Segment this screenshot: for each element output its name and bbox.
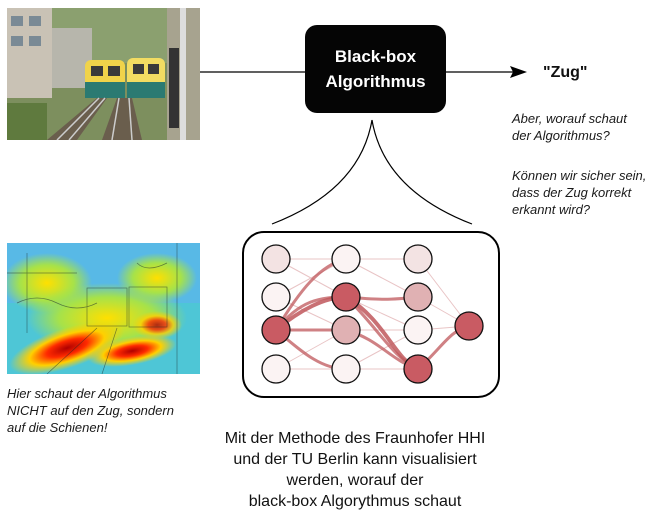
- question-1-line1: Aber, worauf schaut: [512, 111, 627, 126]
- node-l3-2: [403, 282, 433, 312]
- node-l1-4: [261, 354, 291, 384]
- question-2-line1: Können wir sicher sein,: [512, 168, 647, 183]
- zoom-line-right: [371, 119, 473, 225]
- train-photo: [7, 8, 200, 140]
- heatmap-note-line3: auf die Schienen!: [7, 420, 108, 435]
- question-1: Aber, worauf schaut der Algorithmus?: [512, 110, 672, 144]
- node-l1-2: [261, 282, 291, 312]
- question-1-line2: der Algorithmus?: [512, 128, 610, 143]
- node-output: [454, 311, 484, 341]
- black-box-label-line2: Algorithmus: [325, 72, 426, 91]
- caption-line2: und der TU Berlin kann visualisiert: [233, 451, 477, 468]
- heatmap-note-line2: NICHT auf den Zug, sondern: [7, 403, 174, 418]
- caption: Mit der Methode des Fraunhofer HHI und d…: [175, 428, 535, 512]
- node-l3-3: [403, 315, 433, 345]
- output-arrow-head: [510, 66, 527, 78]
- node-l1-3: [261, 315, 291, 345]
- question-2-line2: dass der Zug korrekt: [512, 185, 632, 200]
- relevance-heatmap: [7, 243, 200, 374]
- output-label: "Zug": [543, 64, 588, 81]
- neural-network-box: [242, 231, 500, 398]
- heatmap-note: Hier schaut der Algorithmus NICHT auf de…: [7, 385, 222, 436]
- node-l2-4: [331, 354, 361, 384]
- node-l2-1: [331, 244, 361, 274]
- node-l3-4: [403, 354, 433, 384]
- node-l3-1: [403, 244, 433, 274]
- caption-line4: black-box Algorythmus schaut: [248, 493, 462, 510]
- black-box-algorithm: Black-box Algorithmus: [305, 25, 446, 113]
- caption-line3: werden, worauf der: [286, 472, 424, 489]
- black-box-label-line1: Black-box: [334, 47, 417, 66]
- node-l1-1: [261, 244, 291, 274]
- question-2-line3: erkannt wird?: [512, 202, 591, 217]
- heatmap-note-line1: Hier schaut der Algorithmus: [7, 386, 167, 401]
- node-l2-3: [331, 315, 361, 345]
- question-2: Können wir sicher sein, dass der Zug kor…: [512, 167, 672, 218]
- zoom-line-left: [271, 119, 373, 225]
- node-l2-2: [331, 282, 361, 312]
- caption-line1: Mit der Methode des Fraunhofer HHI: [224, 430, 486, 447]
